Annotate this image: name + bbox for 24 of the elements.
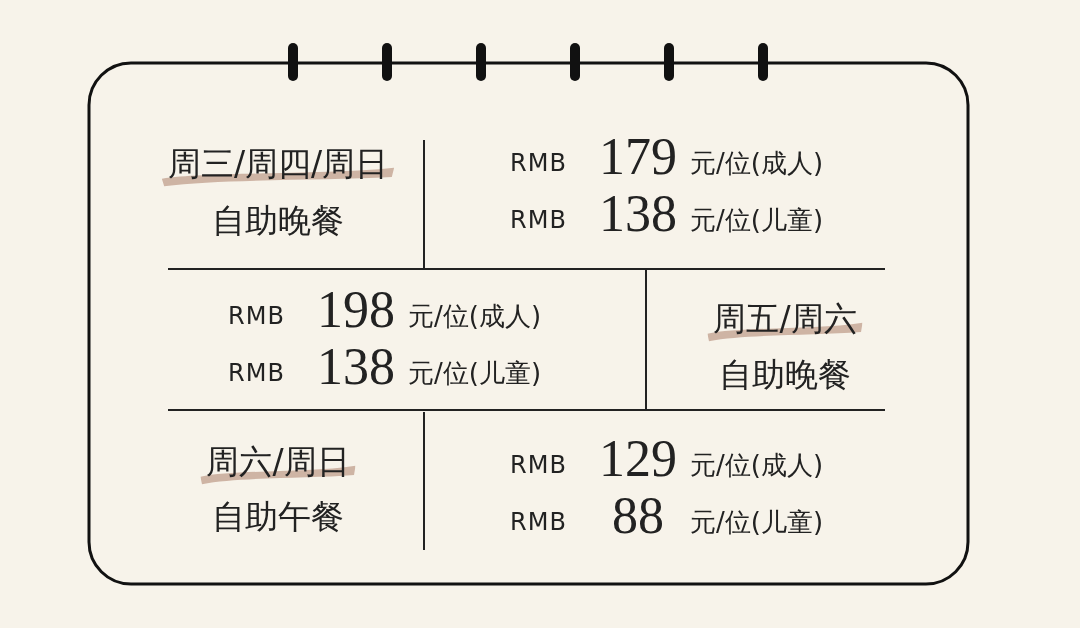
currency-label: RMB [228, 361, 285, 385]
currency-label: RMB [510, 453, 567, 477]
price-number: 129 [598, 433, 678, 485]
meal-label: 自助晚餐 [212, 203, 344, 237]
highlighted-day-label: 周六/周日 [200, 444, 356, 486]
unit-label: 元/位(儿童) [690, 509, 824, 535]
price-number: 138 [598, 188, 678, 240]
unit-label: 元/位(成人) [690, 150, 824, 176]
unit-label: 元/位(成人) [408, 303, 542, 329]
unit-label: 元/位(儿童) [690, 207, 824, 233]
unit-label: 元/位(儿童) [408, 360, 542, 386]
price-number: 179 [598, 131, 678, 183]
price-number: 88 [611, 490, 665, 542]
currency-label: RMB [510, 151, 567, 175]
meal-label: 自助晚餐 [719, 357, 851, 391]
currency-label: RMB [510, 510, 567, 534]
highlighted-day-label: 周五/周六 [707, 301, 863, 343]
currency-label: RMB [228, 304, 285, 328]
highlighted-day-label: 周三/周四/周日 [161, 146, 395, 188]
price-number: 138 [316, 341, 396, 393]
meal-label: 自助午餐 [212, 499, 344, 533]
price-number: 198 [316, 284, 396, 336]
currency-label: RMB [510, 208, 567, 232]
unit-label: 元/位(成人) [690, 452, 824, 478]
